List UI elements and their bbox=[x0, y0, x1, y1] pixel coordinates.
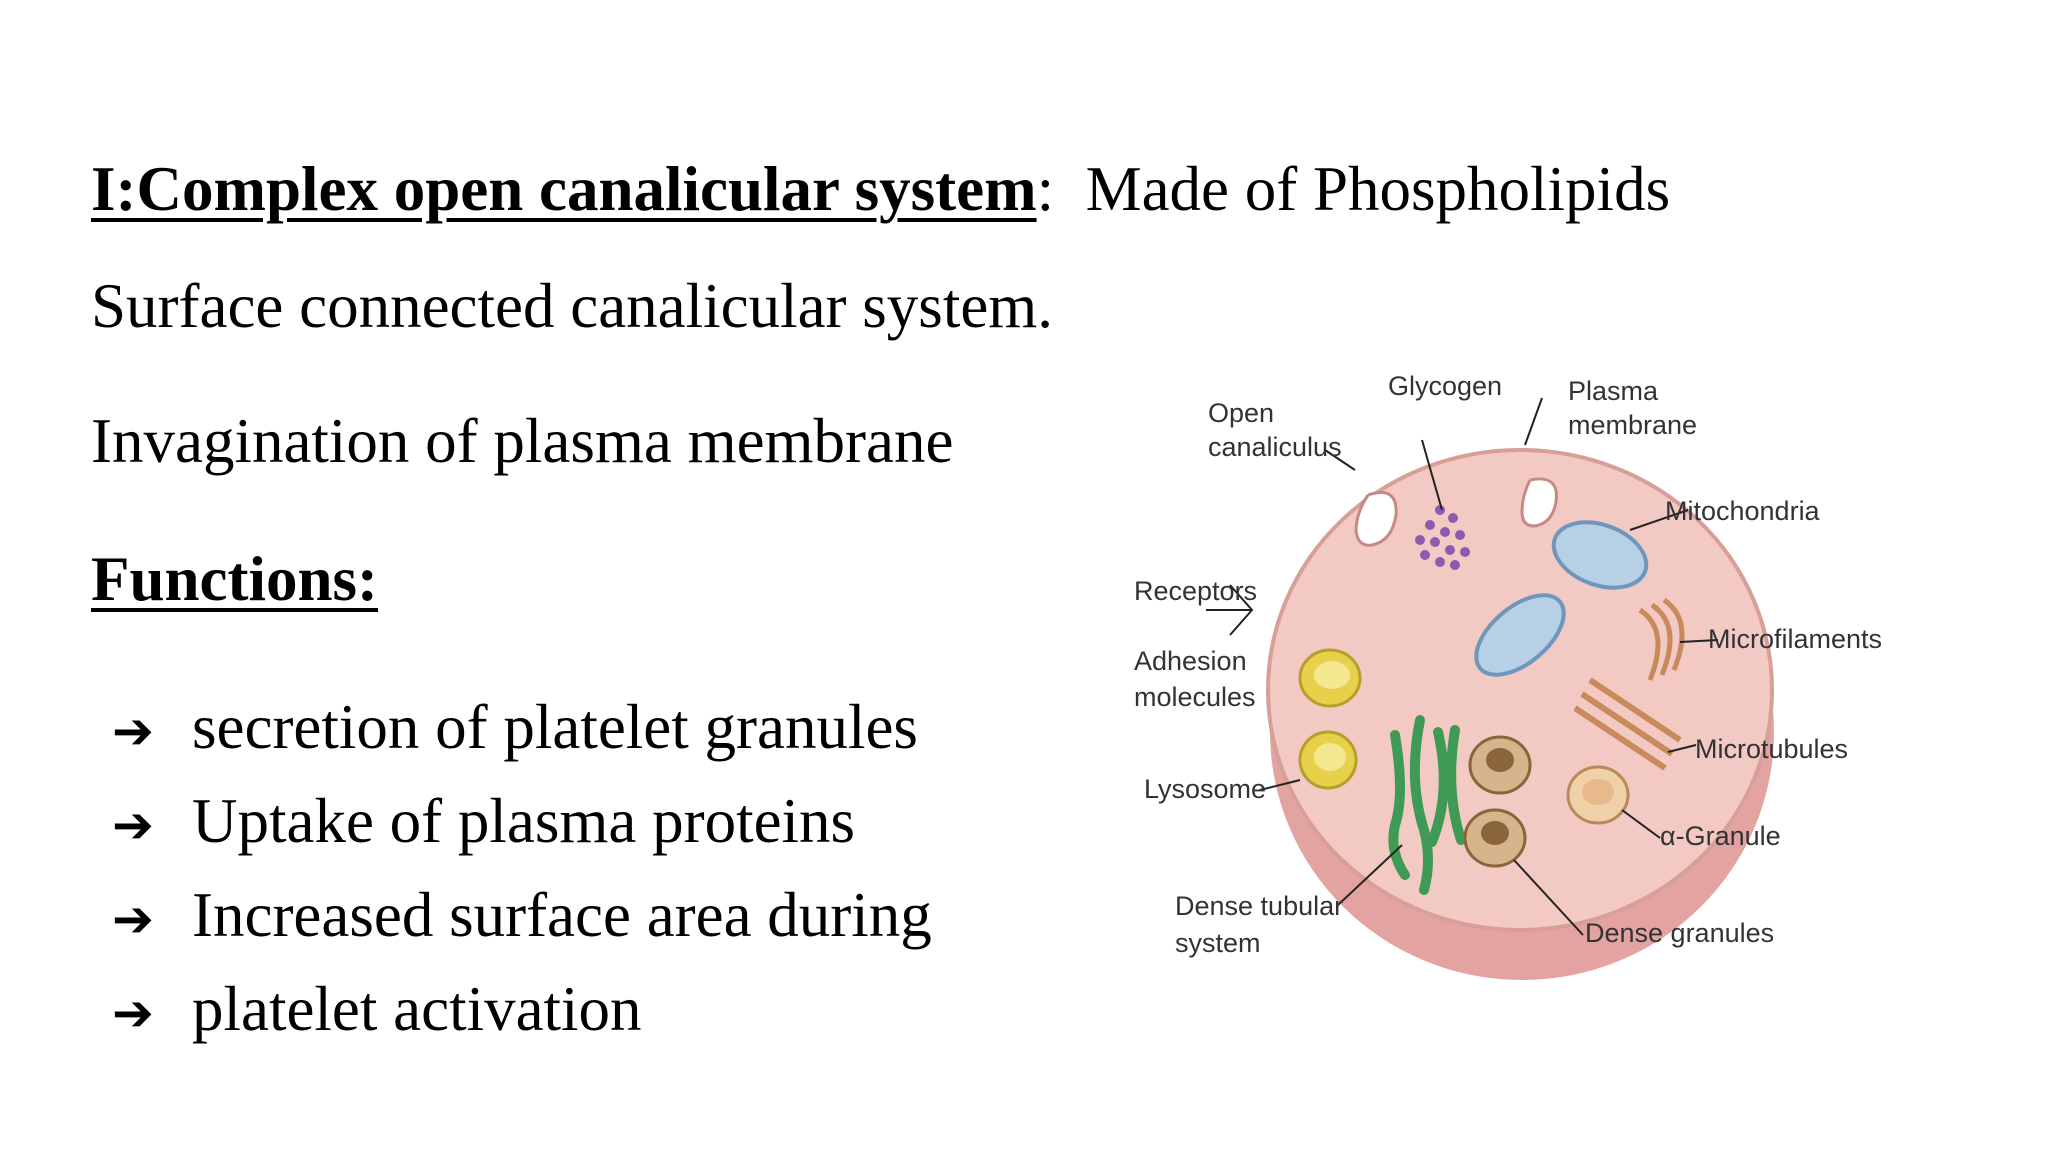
functions-list: ➔ secretion of platelet granules ➔ Uptake … bbox=[112, 682, 932, 1058]
list-item: ➔ platelet activation bbox=[112, 964, 932, 1058]
label-receptors: Receptors bbox=[1134, 576, 1257, 606]
dense-tubular-system bbox=[1388, 715, 1466, 895]
label-adhesion-molecules: molecules bbox=[1134, 682, 1256, 712]
bullet-text: Increased surface area during bbox=[192, 880, 932, 950]
label-microtubules: Microtubules bbox=[1695, 734, 1848, 764]
functions-heading: Functions: bbox=[91, 544, 379, 614]
platelet-diagram-svg: Open canaliculus Glycogen Plasma membran… bbox=[1134, 371, 1882, 980]
plasma-membrane-invagination bbox=[1520, 477, 1558, 528]
right-arrow-icon: ➔ bbox=[112, 796, 154, 854]
microfilaments bbox=[1638, 597, 1685, 681]
bullet-text: secretion of platelet granules bbox=[192, 692, 918, 762]
list-item: ➔ Increased surface area during bbox=[112, 870, 932, 964]
label-plasma-membrane: membrane bbox=[1568, 410, 1697, 440]
label-mitochondria: Mitochondria bbox=[1665, 496, 1821, 526]
heading-title: I:Complex open canalicular system bbox=[91, 154, 1037, 224]
heading-separator: : bbox=[1036, 154, 1055, 224]
label-lysosome: Lysosome bbox=[1144, 774, 1266, 804]
lysosome bbox=[1314, 743, 1346, 771]
list-item: ➔ secretion of platelet granules bbox=[112, 682, 932, 776]
label-microfilaments: Microfilaments bbox=[1708, 624, 1882, 654]
label-open-canaliculus: Open bbox=[1208, 398, 1274, 428]
label-glycogen: Glycogen bbox=[1388, 371, 1502, 401]
text-line-surface-connected: Surface connected canalicular system. bbox=[91, 271, 1054, 341]
lysosome bbox=[1314, 661, 1350, 689]
right-arrow-icon: ➔ bbox=[112, 984, 154, 1042]
heading: I:Complex open canalicular system: Made … bbox=[91, 158, 1670, 221]
dense-granule bbox=[1481, 821, 1509, 845]
right-arrow-icon: ➔ bbox=[112, 702, 154, 760]
alpha-granule bbox=[1582, 779, 1614, 805]
mitochondrion bbox=[1474, 593, 1566, 677]
bullet-text: platelet activation bbox=[192, 974, 642, 1044]
text-line-invagination: Invagination of plasma membrane bbox=[91, 406, 954, 476]
mitochondrion bbox=[1551, 520, 1649, 590]
list-item: ➔ Uptake of plasma proteins bbox=[112, 776, 932, 870]
label-dense-tubular-system: Dense tubular bbox=[1175, 891, 1343, 921]
heading-subtitle: Made of Phospholipids bbox=[1085, 154, 1671, 224]
label-alpha-granule: α-Granule bbox=[1660, 821, 1781, 851]
label-dense-granules: Dense granules bbox=[1585, 918, 1774, 948]
label-plasma-membrane: Plasma bbox=[1568, 376, 1659, 406]
glycogen-particles bbox=[1415, 505, 1470, 570]
label-dense-tubular-system: system bbox=[1175, 928, 1261, 958]
microtubules bbox=[1573, 677, 1682, 771]
platelet-diagram: Open canaliculus Glycogen Plasma membran… bbox=[1120, 360, 1920, 1000]
label-adhesion-molecules: Adhesion bbox=[1134, 646, 1247, 676]
open-canaliculus-shape bbox=[1354, 491, 1398, 547]
label-open-canaliculus: canaliculus bbox=[1208, 432, 1342, 462]
leader-lines bbox=[1206, 397, 1719, 936]
dense-granule bbox=[1486, 748, 1514, 772]
bullet-text: Uptake of plasma proteins bbox=[192, 786, 856, 856]
right-arrow-icon: ➔ bbox=[112, 890, 154, 948]
